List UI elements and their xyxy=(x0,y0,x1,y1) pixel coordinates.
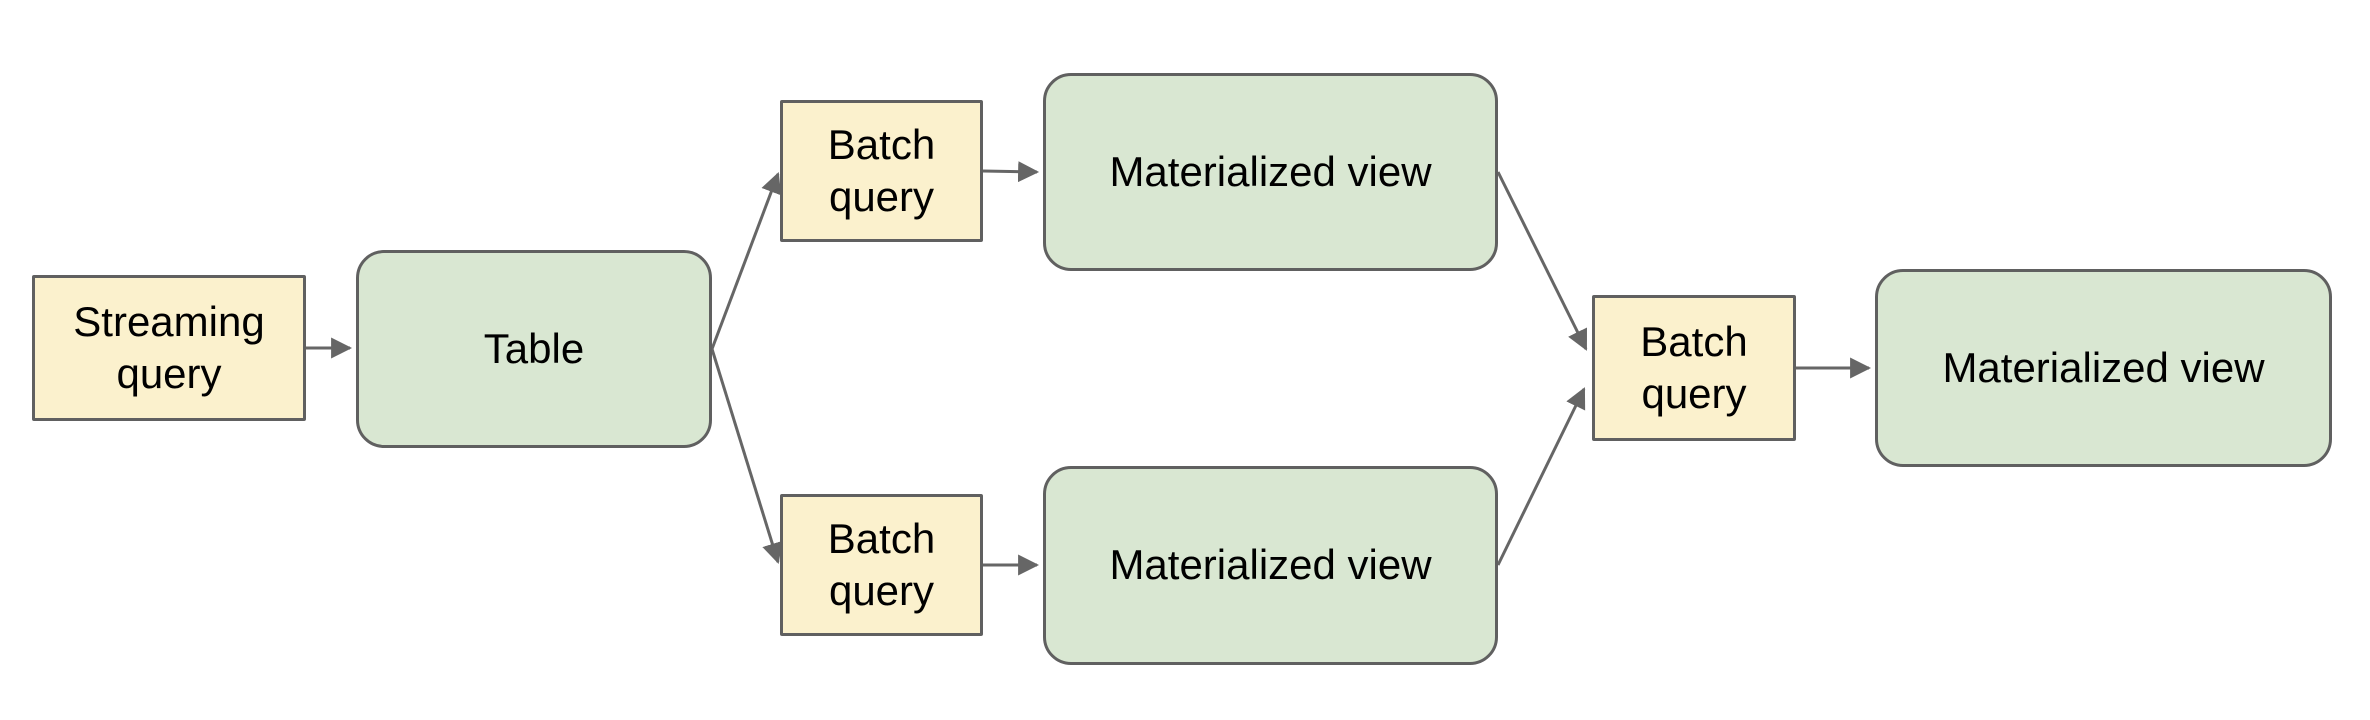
arrow-batch-query-top-to-materialized-view-top xyxy=(982,161,1040,183)
arrow-table-to-batch-query-bottom xyxy=(710,348,783,565)
node-materialized-view-final-label: Materialized view xyxy=(1942,343,2265,391)
node-streaming-query: Streaming query xyxy=(32,275,306,421)
node-batch-query-top-label: Batch query xyxy=(827,120,936,221)
node-table-label: Table xyxy=(483,324,585,372)
node-streaming-query-label: Streaming query xyxy=(73,297,265,398)
node-batch-query-right: Batch query xyxy=(1592,295,1796,441)
node-batch-query-bottom-label: Batch query xyxy=(827,514,936,615)
node-materialized-view-bottom-label: Materialized view xyxy=(1109,541,1432,589)
arrow-materialized-view-top-to-batch-query-right xyxy=(1496,171,1588,351)
arrow-table-to-batch-query-top xyxy=(710,172,782,350)
node-materialized-view-bottom: Materialized view xyxy=(1043,466,1498,665)
node-materialized-view-top-label: Materialized view xyxy=(1109,147,1432,195)
node-batch-query-bottom: Batch query xyxy=(780,494,983,636)
node-batch-query-right-label: Batch query xyxy=(1640,317,1748,418)
arrow-materialized-view-bottom-to-batch-query-right xyxy=(1496,387,1586,566)
node-batch-query-top: Batch query xyxy=(780,100,983,242)
node-table: Table xyxy=(356,250,712,448)
node-materialized-view-final: Materialized view xyxy=(1875,269,2332,467)
node-materialized-view-top: Materialized view xyxy=(1043,73,1498,271)
